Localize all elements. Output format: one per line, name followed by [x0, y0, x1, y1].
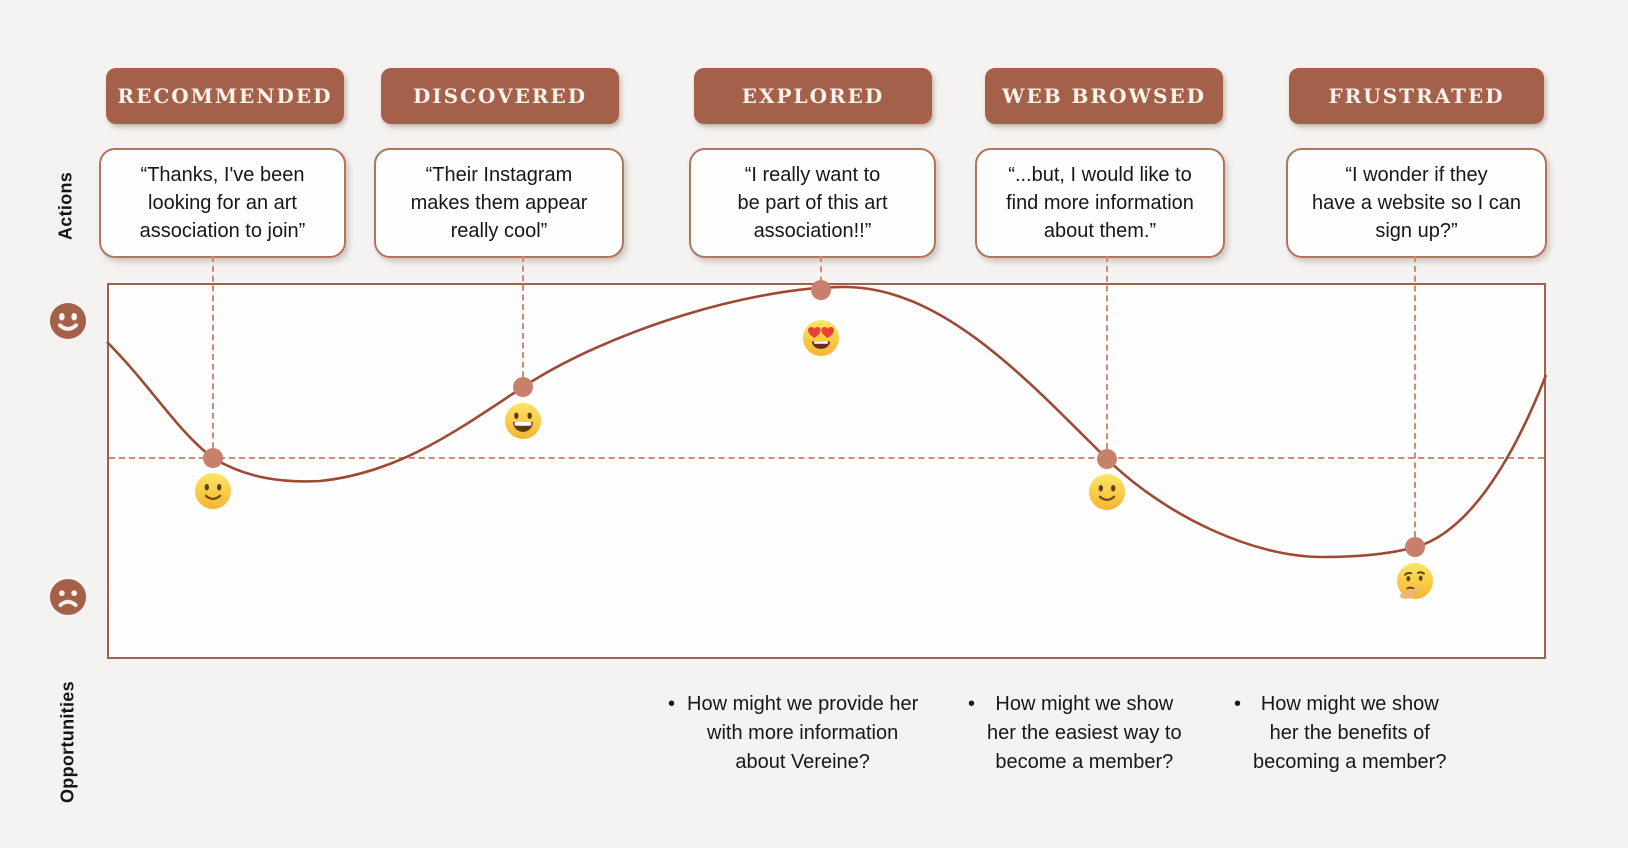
opportunity-item: • How might we show her the benefits of …: [1234, 690, 1446, 777]
connector-line-frustrated: [1414, 256, 1416, 547]
opportunity-text: How might we provide her with more infor…: [687, 693, 919, 773]
bullet-glyph: •: [968, 693, 976, 715]
opportunity-item: • How might we show her the easiest way …: [968, 690, 1182, 777]
quote-bubble-explored: “I really want to be part of this art as…: [689, 148, 936, 258]
connector-line-explored: [820, 256, 822, 293]
stage-button-web-browsed: WEB BROWSED: [985, 68, 1223, 124]
actions-axis-label: Actions: [55, 171, 76, 241]
thinking-face-icon: [1396, 562, 1434, 600]
happy-face-icon: [49, 302, 87, 340]
quote-bubble-discovered: “Their Instagram makes them appear reall…: [374, 148, 624, 258]
opportunity-item: • How might we provide her with more inf…: [668, 690, 918, 777]
sad-face-icon: [49, 578, 87, 616]
connector-line-discovered: [522, 256, 524, 387]
stage-button-frustrated: FRUSTRATED: [1289, 68, 1544, 124]
slightly-smiling-face-icon: [194, 472, 232, 510]
opportunities-axis-label: Opportunities: [57, 681, 78, 803]
smiling-face-with-heart-eyes-icon: [802, 319, 840, 357]
opportunity-text: How might we show her the easiest way to…: [987, 693, 1182, 773]
bullet-glyph: •: [1234, 693, 1242, 715]
quote-bubble-frustrated: “I wonder if they have a website so I ca…: [1286, 148, 1547, 258]
neutral-midline: [109, 457, 1544, 459]
stage-button-recommended: RECOMMENDED: [106, 68, 344, 124]
quote-bubble-recommended: “Thanks, I've been looking for an art as…: [99, 148, 346, 258]
bullet-glyph: •: [668, 693, 676, 715]
quote-bubble-web-browsed: “...but, I would like to find more infor…: [975, 148, 1225, 258]
grinning-face-icon: [504, 402, 542, 440]
stage-button-discovered: DISCOVERED: [381, 68, 619, 124]
connector-line-recommended: [212, 256, 214, 458]
stage-button-explored: EXPLORED: [694, 68, 932, 124]
opportunity-text: How might we show her the benefits of be…: [1253, 693, 1447, 773]
slightly-smiling-face-icon: [1088, 473, 1126, 511]
connector-line-web-browsed: [1106, 256, 1108, 459]
